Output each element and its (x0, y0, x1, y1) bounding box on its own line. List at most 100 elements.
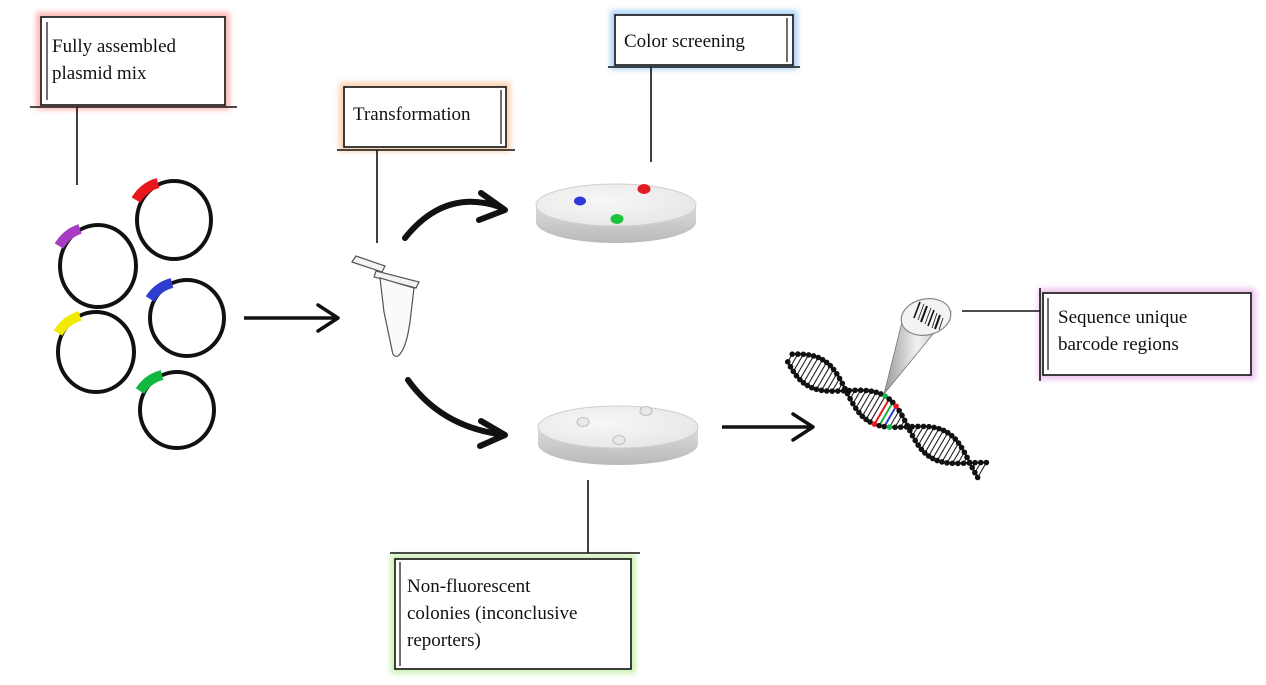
dna-nucleotide (859, 413, 866, 420)
dna-nucleotide (873, 389, 880, 396)
dna-nucleotide (844, 390, 851, 397)
arrow-to-top-plate (402, 190, 508, 241)
dna-base-pair (811, 362, 828, 388)
plasmid-yellow (53, 310, 136, 394)
dna-nucleotide (863, 416, 869, 423)
dna-nucleotide (829, 388, 836, 394)
dna-nucleotide (972, 459, 978, 466)
dna-base-pair (920, 427, 935, 450)
dna-base-pair (924, 428, 940, 454)
dna-nucleotide (882, 393, 889, 399)
dna-nucleotide (815, 354, 822, 361)
dna-nucleotide (925, 453, 932, 459)
dna-base-pair (821, 369, 835, 391)
colony-white (576, 417, 590, 427)
dna-nucleotide (793, 372, 800, 379)
dna-nucleotide (863, 387, 869, 394)
colony-blue (574, 196, 586, 206)
plasmid-marker-blue (145, 278, 174, 302)
dna-nucleotide (813, 386, 820, 393)
dna-nucleotide (881, 423, 888, 430)
dna-nucleotide (977, 459, 984, 466)
non-fluorescent-box (394, 558, 632, 670)
dna-base-pair (977, 462, 987, 478)
sequence-glow (1038, 288, 1256, 380)
plasmid-mix-callout (30, 12, 237, 185)
plasmid-marker-purple (54, 224, 82, 249)
dna-nucleotide (892, 424, 898, 431)
dna-nucleotide (886, 396, 892, 402)
dna-nucleotide (958, 444, 965, 451)
dna-nucleotide (886, 424, 893, 430)
arrow-to-bottom-plate (405, 377, 508, 449)
dna-nucleotide (972, 469, 978, 476)
dna-base-pair (865, 393, 882, 420)
color-screening-glow (610, 10, 798, 70)
colony-red (637, 184, 651, 194)
petri-dish-color (535, 183, 697, 243)
dna-nucleotide (929, 455, 936, 462)
dna-base-pair (826, 373, 838, 392)
sequence-label: Sequence unique barcode regions (1058, 307, 1188, 355)
plasmid-purple (54, 223, 138, 309)
dna-nucleotide (893, 403, 899, 410)
dna-nucleotide (833, 370, 840, 377)
dna-nucleotide (909, 423, 916, 430)
colony-green (610, 214, 624, 224)
dna-base-pair (855, 390, 867, 409)
dna-nucleotide (936, 425, 942, 432)
dna-nucleotide (948, 432, 955, 439)
dna-nucleotide (810, 353, 817, 359)
dna-nucleotide (857, 387, 864, 394)
petri-dish-white (537, 405, 699, 465)
dna-nucleotide (809, 384, 815, 391)
dna-nucleotide (818, 387, 825, 394)
sequencer-cone (883, 298, 953, 395)
dna-nucleotide (868, 388, 875, 394)
dna-nucleotide (960, 460, 967, 467)
dna-nucleotide (827, 362, 834, 369)
arrow-to-tube (244, 303, 340, 333)
transformation-glow (339, 82, 511, 152)
dna-helix (784, 351, 990, 481)
dna-nucleotide (823, 359, 830, 366)
non-fluorescent-label: Non-fluorescent colonies (inconclusive r… (407, 576, 578, 651)
dna-nucleotide (903, 424, 910, 430)
dna-nucleotide (871, 421, 878, 427)
dna-nucleotide (784, 359, 791, 365)
dna-nucleotide (850, 400, 856, 407)
dna-base-pair (861, 391, 877, 417)
dna-base-pair (816, 365, 831, 390)
transformation-callout (337, 82, 515, 243)
dna-nucleotide (878, 391, 884, 397)
color-screening-label: Color screening (624, 31, 745, 52)
dna-base-pair (878, 401, 894, 427)
color-screening-callout (608, 10, 800, 162)
dna-nucleotide (955, 460, 961, 467)
dna-nucleotide (915, 442, 921, 448)
dna-base-pair (803, 357, 819, 384)
dna-nucleotide (797, 376, 803, 383)
dna-nucleotide (966, 459, 973, 466)
transformation-box (343, 86, 507, 148)
dna-nucleotide (901, 417, 908, 424)
dna-nucleotide (964, 454, 970, 461)
plasmid-marker-red (131, 178, 160, 203)
dna-nucleotide (955, 440, 962, 446)
plasmid-blue (145, 278, 226, 358)
dna-nucleotide (790, 368, 797, 375)
dna-nucleotide (835, 388, 841, 394)
microcentrifuge-tube (351, 255, 420, 357)
dna-nucleotide (842, 385, 848, 392)
dna-nucleotide (856, 409, 862, 416)
dna-base-pair (928, 430, 945, 457)
dna-nucleotide (847, 395, 853, 402)
dna-nucleotide (800, 351, 807, 358)
dna-base-pair (792, 354, 804, 372)
non-fluorescent-glow (390, 554, 636, 674)
dna-base-pair (883, 405, 897, 428)
dna-nucleotide (918, 446, 925, 453)
barcode-icon (913, 301, 944, 331)
dna-nucleotide (852, 405, 859, 412)
